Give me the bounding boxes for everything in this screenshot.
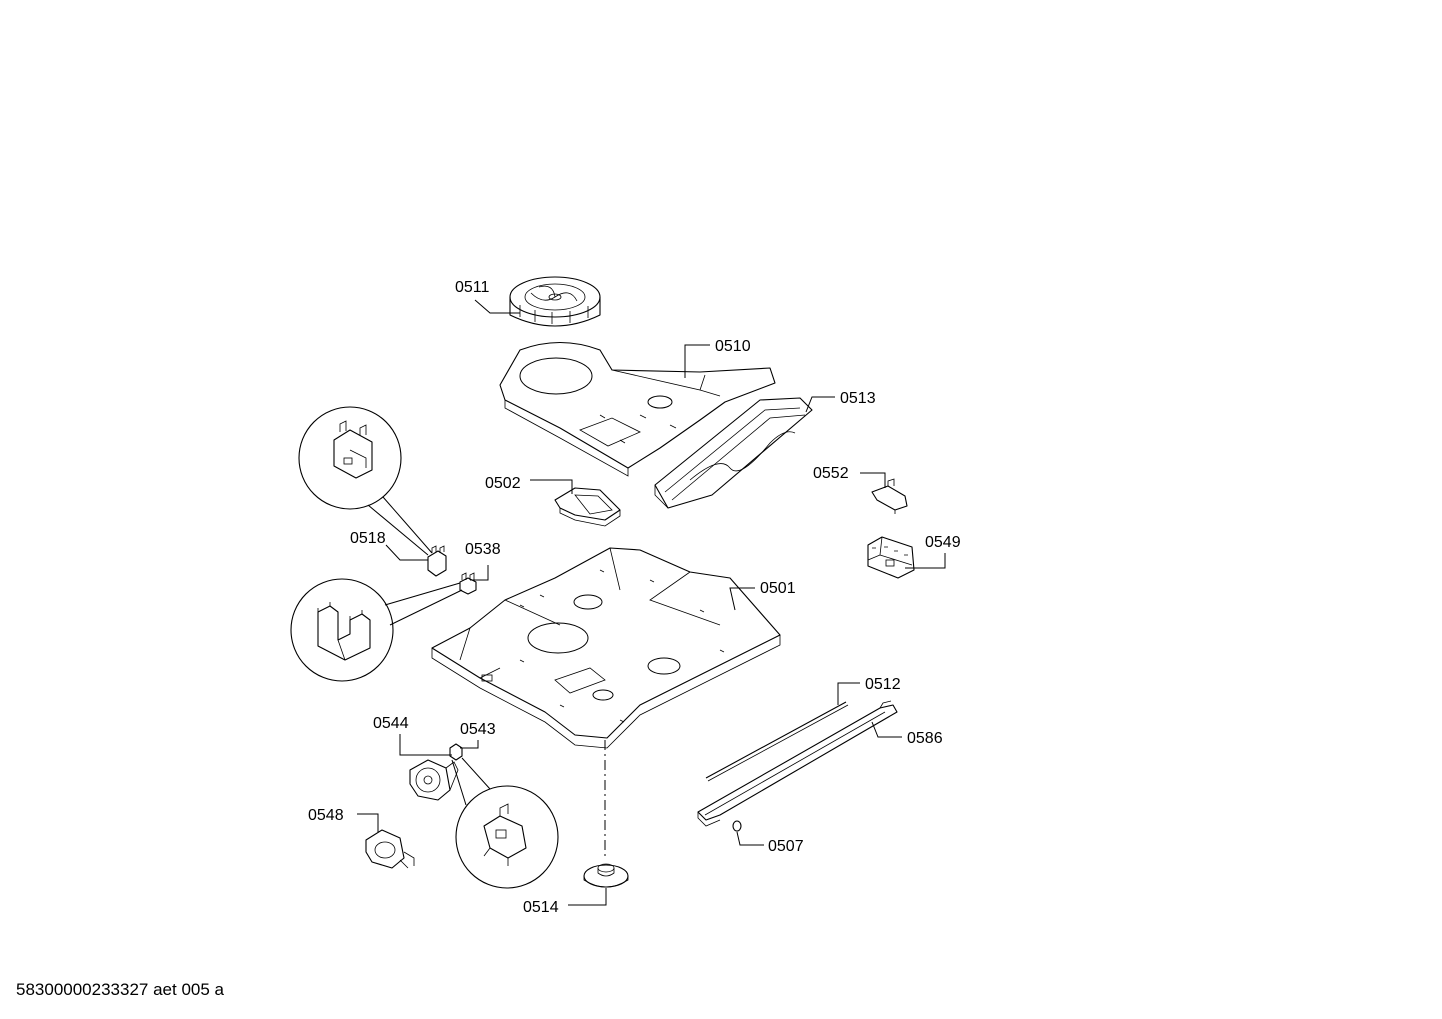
leader-0518: [385, 544, 428, 561]
leader-0501: [729, 587, 755, 611]
callout-0552[interactable]: 0552: [813, 465, 849, 482]
part-0511-fan[interactable]: [509, 276, 601, 327]
callout-0513[interactable]: 0513: [840, 390, 876, 407]
leader-0514: [568, 888, 607, 906]
callout-0538[interactable]: 0538: [465, 541, 501, 558]
callout-0548[interactable]: 0548: [308, 807, 344, 824]
callout-0518[interactable]: 0518: [350, 530, 386, 547]
part-0501-base-plate[interactable]: [431, 547, 781, 749]
part-0512-rod[interactable]: [705, 701, 849, 782]
part-0507-ring[interactable]: [732, 820, 742, 832]
callout-0507[interactable]: 0507: [768, 838, 804, 855]
callout-0502[interactable]: 0502: [485, 475, 521, 492]
leader-0543: [460, 740, 479, 749]
callout-0549[interactable]: 0549: [925, 534, 961, 551]
part-0514-foot[interactable]: [583, 863, 629, 888]
leader-0549: [905, 553, 946, 569]
callout-0501[interactable]: 0501: [760, 580, 796, 597]
callout-0512[interactable]: 0512: [865, 676, 901, 693]
part-0544-motor[interactable]: [409, 759, 459, 801]
callout-0511[interactable]: 0511: [455, 279, 490, 296]
part-0518-bracket[interactable]: [427, 545, 447, 577]
leader-0513: [805, 396, 835, 413]
part-0538-clip[interactable]: [459, 572, 477, 595]
leader-0502: [530, 479, 573, 494]
leader-0544: [399, 734, 452, 756]
callout-0544[interactable]: 0544: [373, 715, 409, 732]
leader-0552: [860, 472, 886, 488]
leader-0548: [357, 813, 379, 832]
leader-0511: [474, 299, 520, 314]
part-0502-bracket[interactable]: [554, 487, 621, 527]
part-0548-switch[interactable]: [365, 829, 415, 869]
leader-0512: [837, 682, 860, 705]
callout-0510[interactable]: 0510: [715, 338, 751, 355]
part-0549-module[interactable]: [867, 536, 915, 579]
part-0543-connector[interactable]: [449, 743, 463, 761]
leader-0507: [736, 831, 764, 846]
leader-0538: [470, 565, 489, 581]
part-0586-rail[interactable]: [697, 700, 898, 827]
callout-0586[interactable]: 0586: [907, 730, 943, 747]
part-0552-clip[interactable]: [871, 478, 908, 514]
leader-0586: [871, 721, 902, 738]
leader-0510: [684, 344, 710, 378]
part-0513-air-channel[interactable]: [654, 397, 813, 509]
drawing-reference-number: 58300000233327 aet 005 a: [16, 980, 224, 999]
part-0510-fan-housing[interactable]: [499, 341, 776, 477]
callout-0543[interactable]: 0543: [460, 721, 496, 738]
zoom-detail-0538: [290, 578, 463, 682]
zoom-detail-0543: [451, 757, 559, 889]
zoom-detail-0518: [298, 406, 433, 556]
callout-0514[interactable]: 0514: [523, 899, 559, 916]
